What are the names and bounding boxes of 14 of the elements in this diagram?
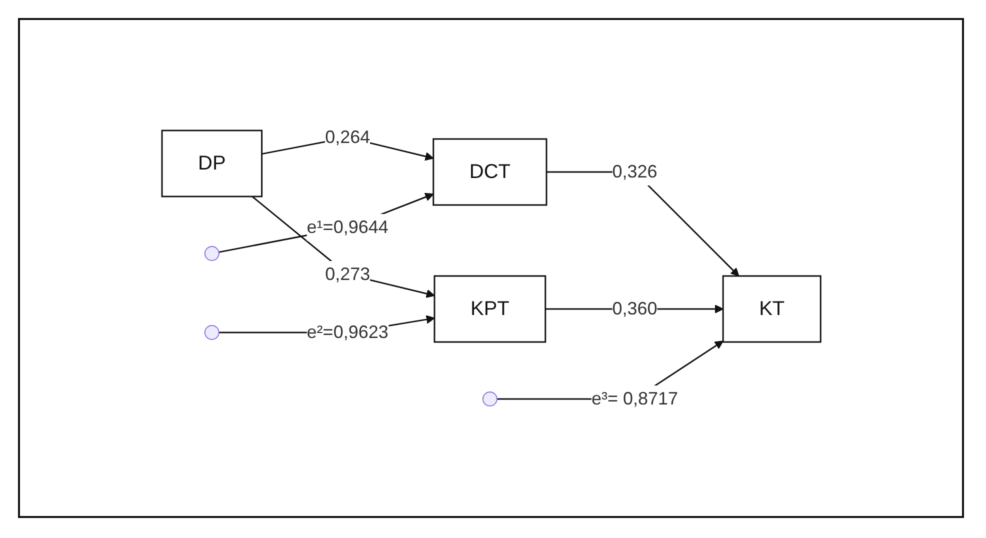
diagram-frame: 0,264 0,273 0,326 0,360 e¹=0,9644 e²=0,9623 e³= 0,8717 DP DCT KPT KT	[18, 18, 964, 518]
node-box	[432, 138, 547, 206]
arrow	[251, 196, 435, 298]
edge-label: e²=0,9623	[306, 322, 388, 342]
node-box	[433, 275, 546, 342]
edge-label: e³= 0,8717	[591, 388, 678, 408]
arrow	[218, 192, 434, 253]
edge-label: 0,326	[612, 161, 657, 182]
edge-label: e¹=0,9644	[306, 216, 388, 237]
edge-label: 0,264	[324, 126, 370, 147]
edge-label: 0,273	[324, 264, 370, 284]
edge-label: 0,360	[612, 298, 657, 318]
node-box	[160, 130, 262, 197]
node-box	[722, 275, 822, 342]
